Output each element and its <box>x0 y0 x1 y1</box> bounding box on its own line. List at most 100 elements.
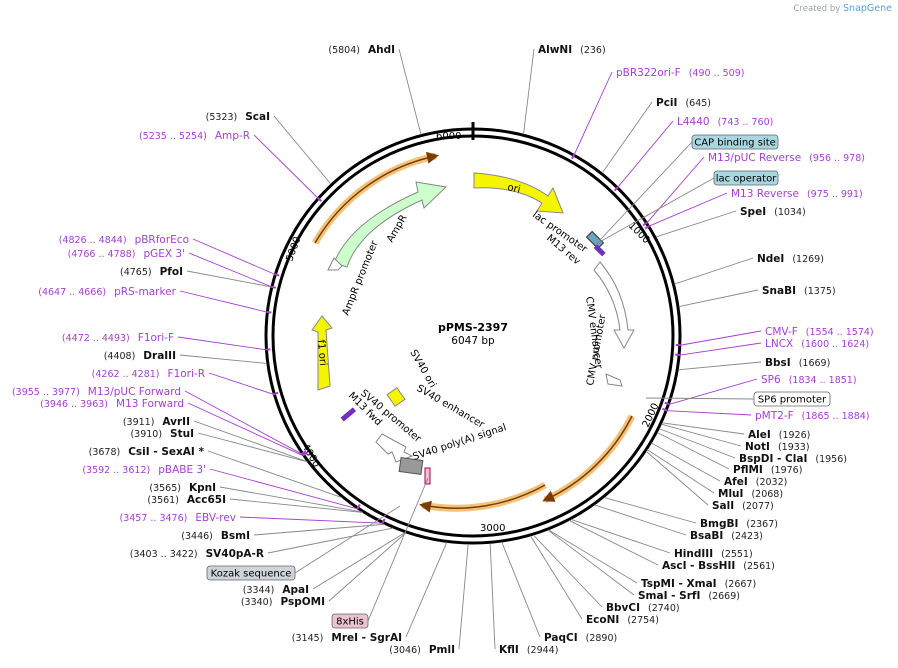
enzyme-position: (2068) <box>751 489 783 500</box>
primer-name[interactable]: M13/pUC Forward <box>88 386 181 398</box>
enzyme-name[interactable]: SnaBI <box>762 285 796 297</box>
enzyme-leader-line <box>651 442 721 482</box>
primer-name[interactable]: CMV-F <box>765 326 798 338</box>
enzyme-name[interactable]: BmgBI <box>700 518 738 530</box>
enzyme-name[interactable]: AfeI <box>724 476 748 488</box>
enzyme-leader-line <box>657 432 730 470</box>
enzyme-name[interactable]: PciI <box>656 97 677 109</box>
enzyme-name[interactable]: PspOMI <box>280 596 325 608</box>
enzyme-name[interactable]: PmlI <box>429 644 455 656</box>
primer-position: (4472 .. 4493) <box>62 333 130 344</box>
enzyme-leader-line <box>678 289 759 307</box>
enzyme-name[interactable]: CsiI - SexAI * <box>128 446 204 458</box>
enzyme-position: (4408) <box>104 351 136 362</box>
enzyme-position: (2890) <box>586 633 618 644</box>
primer-position: (4647 .. 4666) <box>38 287 106 298</box>
orange-arc-bottom-b-core <box>419 484 546 513</box>
enzyme-name[interactable]: BbsI <box>765 357 791 369</box>
enzyme-name[interactable]: MluI <box>718 488 743 500</box>
primer-name[interactable]: Amp-R <box>215 130 250 142</box>
primer-name[interactable]: pBR322ori-F <box>616 67 681 79</box>
tick-5000: 5000 <box>284 235 303 263</box>
enzyme-leader-line <box>659 428 736 459</box>
primer-name[interactable]: M13 Forward <box>116 398 184 410</box>
primer-name[interactable]: pGEX 3' <box>143 248 185 260</box>
primer-name[interactable]: pMT2-F <box>755 410 794 422</box>
enzyme-name[interactable]: BsaBI <box>690 530 723 542</box>
feature-box <box>713 170 779 186</box>
primer-site-mark <box>644 225 651 230</box>
enzyme-leader-line <box>547 529 635 596</box>
enzyme-name[interactable]: ApaI <box>282 584 309 596</box>
primer-position: (1834 .. 1851) <box>789 375 857 386</box>
primer-site-mark <box>270 285 277 289</box>
primer-name[interactable]: F1ori-F <box>138 332 174 344</box>
enzyme-position: (3678) <box>89 447 121 458</box>
enzyme-leader-line <box>207 450 343 499</box>
enzyme-name[interactable]: MreI - SgrAI <box>331 632 402 644</box>
feature-box-label[interactable]: Kozak sequence <box>211 569 292 580</box>
enzyme-name[interactable]: SalI <box>712 500 734 512</box>
enzyme-name[interactable]: BspDI - ClaI <box>739 453 807 465</box>
primer-name[interactable]: SP6 <box>761 374 781 386</box>
orange-arc-bottom-a <box>543 414 636 504</box>
feature-box-label[interactable]: CAP binding site <box>694 138 776 149</box>
enzyme-name[interactable]: Acc65I <box>187 494 226 506</box>
primer-name[interactable]: pBABE 3' <box>158 464 206 476</box>
enzyme-position: (1669) <box>799 358 831 369</box>
primer-name[interactable]: M13 Reverse <box>731 188 799 200</box>
credit-prefix: Created by <box>793 4 841 14</box>
enzyme-name[interactable]: SpeI <box>740 206 766 218</box>
lac-promoter-box <box>585 230 605 250</box>
enzyme-name[interactable]: AvrII <box>162 416 190 428</box>
primer-leader-line <box>209 468 358 510</box>
primer-position: (743 .. 760) <box>718 117 774 128</box>
feature-box <box>691 134 779 150</box>
enzyme-name[interactable]: NotI <box>745 441 770 453</box>
enzyme-leader-line <box>273 115 332 185</box>
enzyme-name[interactable]: AscI - BssHII <box>662 560 735 572</box>
primer-name[interactable]: pRS-marker <box>114 286 177 298</box>
enzyme-name[interactable]: PfoI <box>160 266 183 278</box>
enzyme-name[interactable]: AlwNI <box>538 44 572 56</box>
enzyme-leader-line <box>193 420 308 463</box>
primer-name[interactable]: L4440 <box>677 116 710 128</box>
primer-name[interactable]: M13/pUC Reverse <box>708 152 801 164</box>
enzyme-leader-line <box>601 101 653 174</box>
primer-name[interactable]: EBV-rev <box>195 512 236 524</box>
enzyme-name[interactable]: PflMI <box>733 464 763 476</box>
enzyme-name[interactable]: BsmI <box>221 530 250 542</box>
enzyme-name[interactable]: KflI <box>499 644 519 656</box>
enzyme-position: (645) <box>685 98 711 109</box>
feature-box-label[interactable]: lac operator <box>716 174 777 185</box>
primer-site-mark <box>356 504 361 510</box>
feature-box-label[interactable]: SP6 promoter <box>758 395 827 406</box>
enzyme-leader-line <box>674 257 754 285</box>
enzyme-name[interactable]: EcoNI <box>586 614 619 626</box>
enzyme-name[interactable]: SmaI - SrfI <box>638 590 700 602</box>
feature-box-label[interactable]: 8xHis <box>336 617 364 628</box>
enzyme-name[interactable]: SV40pA-R <box>206 548 264 560</box>
enzyme-leader-line <box>594 504 687 536</box>
enzyme-name[interactable]: BbvCI <box>606 602 640 614</box>
enzyme-position: (3446) <box>181 531 213 542</box>
enzyme-name[interactable]: StuI <box>170 428 194 440</box>
primer-name[interactable]: LNCX <box>765 338 793 350</box>
enzyme-name[interactable]: NdeI <box>757 253 784 265</box>
enzyme-name[interactable]: HindIII <box>674 548 713 560</box>
feature-leader-line <box>599 141 693 241</box>
enzyme-name[interactable]: AleI <box>748 429 771 441</box>
primer-name[interactable]: F1ori-R <box>168 368 205 380</box>
primer-position: (3955 .. 3977) <box>12 387 80 398</box>
primer-leader-line <box>646 156 705 223</box>
enzyme-position: (3046) <box>389 645 421 656</box>
primer-site-mark <box>273 391 279 396</box>
enzyme-name[interactable]: TspMI - XmaI <box>641 578 717 590</box>
enzyme-name[interactable]: AhdI <box>368 44 395 56</box>
enzyme-position: (1269) <box>792 254 824 265</box>
primer-name[interactable]: pBRforEco <box>135 234 189 246</box>
enzyme-name[interactable]: KpnI <box>189 482 216 494</box>
enzyme-name[interactable]: PaqCI <box>544 632 578 644</box>
enzyme-name[interactable]: ScaI <box>245 111 270 123</box>
enzyme-name[interactable]: DraIII <box>143 350 176 362</box>
